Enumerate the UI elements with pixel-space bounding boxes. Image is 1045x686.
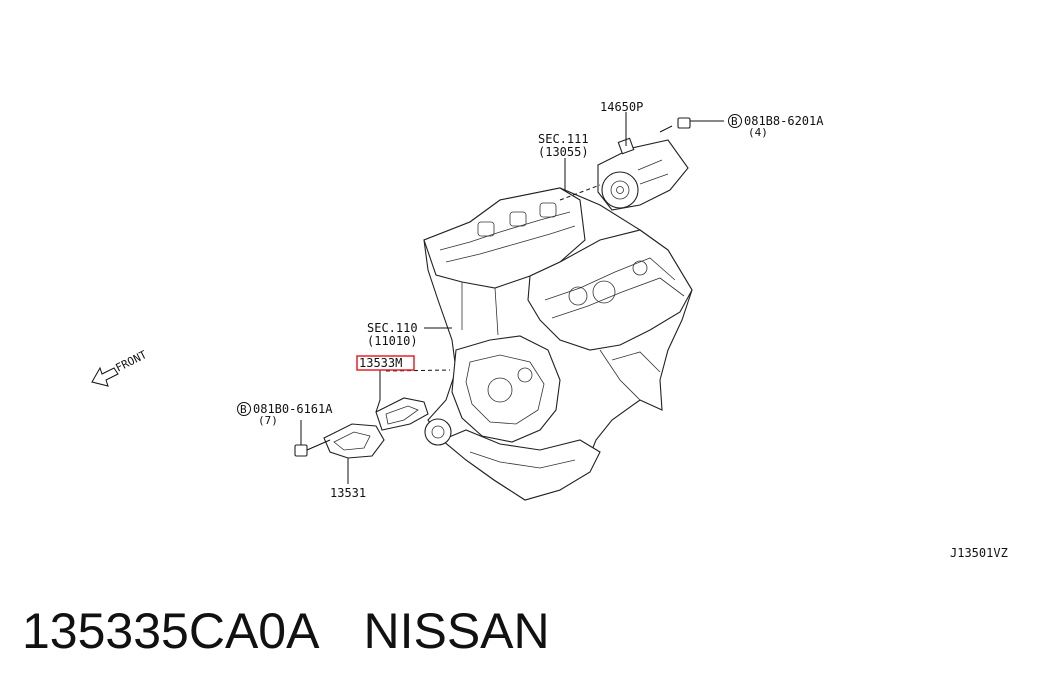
leader-lines — [300, 112, 724, 484]
front-label: FRONT — [113, 348, 149, 375]
bolt-top-icon — [659, 117, 691, 133]
callout-bolt-left: 081B0-6161A — [253, 402, 333, 416]
svg-text:B: B — [240, 403, 247, 416]
part-number: 135335CA0A — [22, 603, 320, 659]
highlight-box — [356, 355, 415, 371]
callout-bolt-top-qty: (4) — [748, 126, 768, 139]
part-caption: 135335CA0A NISSAN — [22, 596, 550, 666]
callout-13531: 13531 — [330, 486, 366, 500]
callout-14650p: 14650P — [600, 100, 643, 114]
callout-sec110: SEC.110 — [367, 321, 418, 335]
callout-bolt-top: 081B8-6201A — [744, 114, 824, 128]
callout-bolt-left-qty: (7) — [258, 414, 278, 427]
front-direction-arrow: FRONT — [91, 348, 149, 387]
callout-sec110-ref: (11010) — [367, 334, 418, 348]
diagram-id: J13501VZ — [950, 546, 1008, 560]
bolt-left-symbol: B — [237, 402, 251, 416]
callout-sec111-ref: (13055) — [538, 145, 589, 159]
bolt-top-symbol: B — [728, 114, 742, 128]
engine-parts-diagram: 14650P B 081B8-6201A (4) SEC.111 (13055)… — [91, 100, 1008, 560]
svg-text:B: B — [731, 115, 738, 128]
callout-sec111: SEC.111 — [538, 132, 589, 146]
callout-13533m[interactable]: 13533M — [359, 356, 402, 370]
brand-name: NISSAN — [363, 603, 550, 659]
engine-illustration — [294, 117, 693, 501]
bolt-left-icon — [294, 432, 331, 457]
